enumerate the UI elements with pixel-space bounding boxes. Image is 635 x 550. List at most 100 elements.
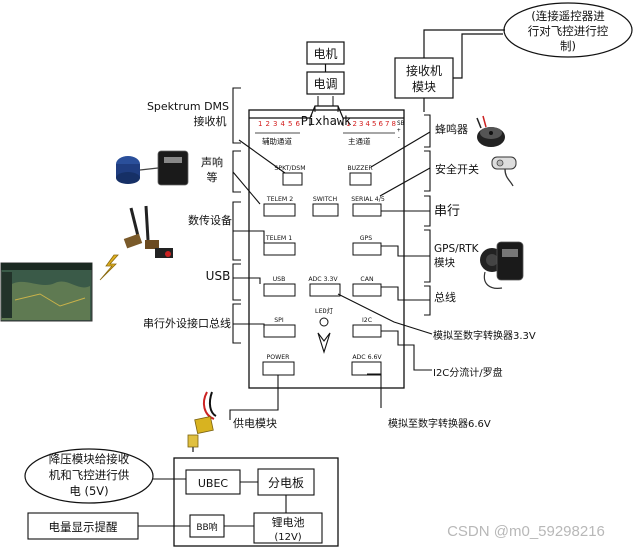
port-serial45-label: SERIAL 4/5 — [351, 196, 385, 203]
top-note-line-2: 行对飞控进行控 — [528, 24, 609, 38]
port-adc33-label: ADC 3.3V — [308, 276, 338, 283]
ubec-label: UBEC — [198, 477, 229, 490]
aux-pin-4: 4 — [281, 120, 286, 128]
power-module-label: 供电模块 — [233, 416, 277, 430]
main-pin-8: 8 — [392, 120, 396, 128]
battery-box — [253, 512, 323, 544]
bus-label: 总线 — [434, 290, 456, 304]
port-telem2 — [263, 203, 296, 217]
gps-label-line-2: 模块 — [434, 257, 455, 269]
port-power-label: POWER — [267, 354, 291, 361]
buzzer-label: 蜂鸣器 — [435, 122, 468, 136]
main-pin-7: 7 — [385, 120, 389, 128]
aux-channel-label: 辅助通道 — [262, 136, 292, 146]
battery-label-line-2: (12V) — [274, 532, 301, 543]
adc66-label: 模拟至数字转换器6.6V — [388, 417, 491, 430]
pin-extra-plus: + — [397, 127, 401, 134]
main-pin-6: 6 — [379, 120, 384, 128]
sound-label-line-1: 声响 — [201, 155, 223, 169]
step-down-line-2: 机和飞控进行供 — [49, 468, 130, 482]
gps-label-line-1: GPS/RTK — [434, 243, 480, 255]
port-telem1-label: TELEM 1 — [265, 235, 292, 242]
usb-label: USB — [206, 269, 231, 283]
port-can-label: CAN — [360, 276, 374, 283]
pin-extra-minus: - — [397, 134, 401, 141]
main-pin-3: 3 — [359, 120, 363, 128]
serial-label: 串行 — [434, 204, 460, 219]
aux-pin-1: 1 — [258, 120, 262, 128]
gps-device-icon — [480, 241, 524, 289]
main-pin-1: 1 — [346, 120, 350, 128]
main-pin-5: 5 — [372, 120, 376, 128]
safety-switch-device-icon — [491, 156, 517, 187]
port-spi — [263, 324, 296, 338]
telemetry-radio-device-icon — [123, 205, 173, 258]
right-callouts — [337, 114, 433, 408]
spektrum-receiver-device-icon — [116, 150, 189, 186]
port-spkt — [282, 172, 303, 186]
main-pin-4: 4 — [366, 120, 371, 128]
safety-switch-label: 安全开关 — [435, 162, 479, 176]
receiver-label-line-1: 接收机 — [406, 63, 442, 78]
left-callouts — [229, 87, 286, 420]
port-adc66 — [351, 361, 382, 376]
step-down-line-1: 降压模块给接收 — [49, 452, 130, 466]
port-serial45 — [352, 203, 382, 217]
spektrum-label-line-1: Spektrum DMS — [147, 100, 229, 113]
esc-label: 电调 — [313, 77, 337, 91]
power-module-device-icon — [187, 391, 217, 452]
bb-alarm-label: BB响 — [196, 521, 217, 533]
port-spi-label: SPI — [274, 317, 284, 324]
board-title: Pixhawk — [301, 114, 352, 128]
aux-pin-5: 5 — [288, 120, 292, 128]
i2c-label: I2C分流计/罗盘 — [433, 366, 503, 379]
port-buzzer — [349, 172, 372, 186]
lightning-icon — [99, 254, 119, 281]
spi-bus-label: 串行外设接口总线 — [143, 316, 231, 330]
distribution-board-label: 分电板 — [268, 476, 304, 490]
aux-pin-2: 2 — [266, 120, 270, 128]
led-indicator — [319, 317, 329, 327]
adc33-label: 模拟至数字转换器3.3V — [433, 329, 536, 342]
right-labels: 蜂鸣器 安全开关 串行 GPS/RTK 模块 总线 模拟至数字转换器3.3V I… — [388, 122, 536, 430]
aux-pin-3: 3 — [273, 120, 277, 128]
buzzer-device-icon — [476, 115, 505, 147]
port-usb — [263, 283, 296, 297]
port-i2c — [352, 324, 382, 338]
battery-label-line-1: 锂电池 — [272, 515, 305, 529]
orientation-arrow-icon — [317, 332, 331, 354]
spektrum-label-line-2: 接收机 — [194, 114, 227, 128]
port-buzzer-label: BUZZER — [347, 165, 373, 172]
telemetry-label: 数传设备 — [188, 213, 232, 227]
esc-box — [306, 71, 345, 95]
port-adc33 — [309, 283, 341, 297]
battery-alarm-box — [27, 512, 139, 540]
ground-station-screen-icon — [0, 262, 93, 322]
port-switch-label: SWITCH — [313, 196, 338, 203]
top-note-line-3: 制) — [560, 39, 576, 53]
port-power — [262, 361, 295, 376]
distribution-board-box — [257, 468, 315, 496]
port-i2c-label: I2C — [362, 317, 372, 324]
top-note-line-1: (连接遥控器进 — [531, 9, 605, 23]
port-gps — [352, 242, 382, 256]
pin-extra-sb: SB — [397, 120, 405, 127]
step-down-bubble — [24, 448, 154, 504]
ubec-box — [185, 469, 241, 495]
left-labels: Spektrum DMS 接收机 声响 等 数传设备 USB 串行外设接口总线 … — [143, 100, 277, 430]
aux-pin-6: 6 — [296, 120, 301, 128]
main-pin-2: 2 — [353, 120, 357, 128]
led-label: LED灯 — [315, 306, 334, 315]
port-adc66-label: ADC 6.6V — [352, 354, 382, 361]
main-channel-label: 主通道 — [348, 136, 371, 146]
port-spkt-label: SPKT/DSM — [274, 165, 305, 172]
motor-label: 电机 — [313, 47, 337, 61]
port-can — [352, 283, 382, 297]
receiver-label-line-2: 模块 — [412, 80, 436, 94]
power-distribution-section: UBEC 分电板 BB响 锂电池 (12V) 降压模块给接收 机和飞控进行供 电… — [24, 448, 339, 547]
top-section: (连接遥控器进 行对飞控进行控 制) 电机 电调 接收机 模块 — [306, 2, 633, 112]
